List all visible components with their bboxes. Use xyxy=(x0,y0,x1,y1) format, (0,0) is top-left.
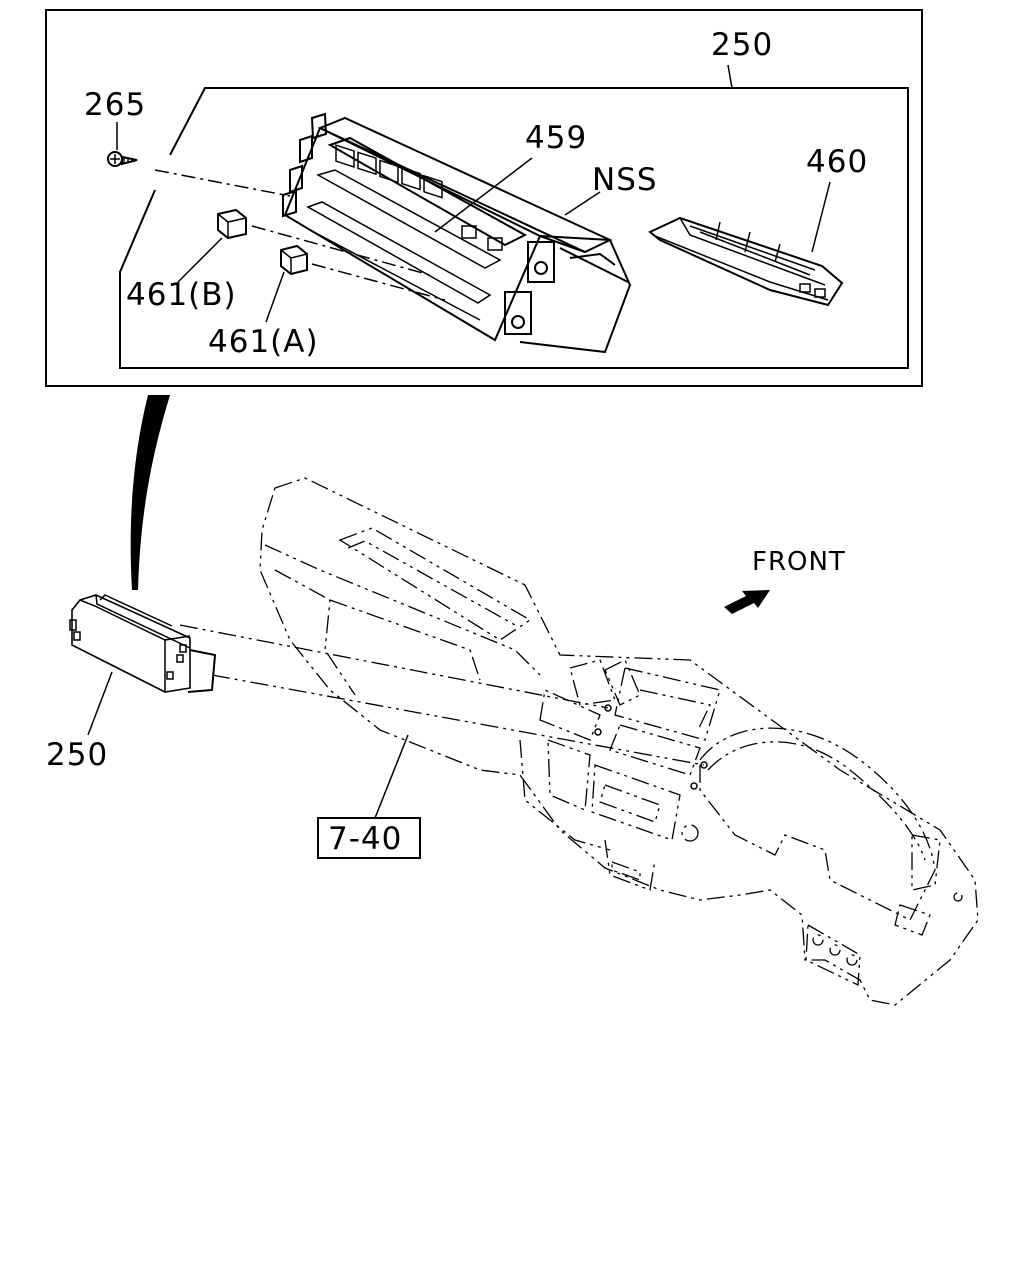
leader-nss xyxy=(564,191,601,216)
detail-inset: 250 265 xyxy=(45,9,923,387)
front-label: FRONT xyxy=(752,547,846,577)
leader-460 xyxy=(811,181,831,253)
callout-250-top: 250 xyxy=(711,27,773,63)
control-panel-housing xyxy=(282,112,632,354)
leader-459 xyxy=(434,157,533,233)
knob-a-icon xyxy=(280,244,308,276)
callout-460: 460 xyxy=(806,144,868,180)
callout-nss: NSS xyxy=(592,162,658,198)
module-460 xyxy=(648,216,844,307)
reference-7-40: 7-40 xyxy=(328,821,402,857)
callout-459: 459 xyxy=(525,120,587,156)
inset-frame xyxy=(45,9,923,387)
dashboard-outline xyxy=(259,477,979,1006)
callout-265: 265 xyxy=(84,87,146,123)
group-bracket-250 xyxy=(119,87,909,369)
callout-461b: 461(B) xyxy=(126,277,237,313)
reference-box xyxy=(317,817,421,859)
phantom-lower-to-dash xyxy=(211,674,705,766)
phantom-upper-to-dash xyxy=(179,624,609,709)
leader-250-bottom xyxy=(87,671,113,736)
phantom-knob-b xyxy=(251,225,431,276)
screw-icon xyxy=(107,151,138,167)
leader-7-40 xyxy=(374,734,409,819)
callout-250-bottom: 250 xyxy=(46,737,108,773)
leader-461a xyxy=(265,271,285,323)
callout-461a: 461(A) xyxy=(208,324,319,360)
phantom-knob-a xyxy=(311,263,446,301)
front-arrow-icon xyxy=(724,590,770,614)
leader-461b xyxy=(177,237,223,283)
assembly-250-bottom xyxy=(69,594,217,693)
phantom-screw-line xyxy=(154,169,291,197)
knob-b-icon xyxy=(217,208,247,240)
detail-connector-arc xyxy=(130,395,170,590)
leader-250-top xyxy=(727,64,733,89)
